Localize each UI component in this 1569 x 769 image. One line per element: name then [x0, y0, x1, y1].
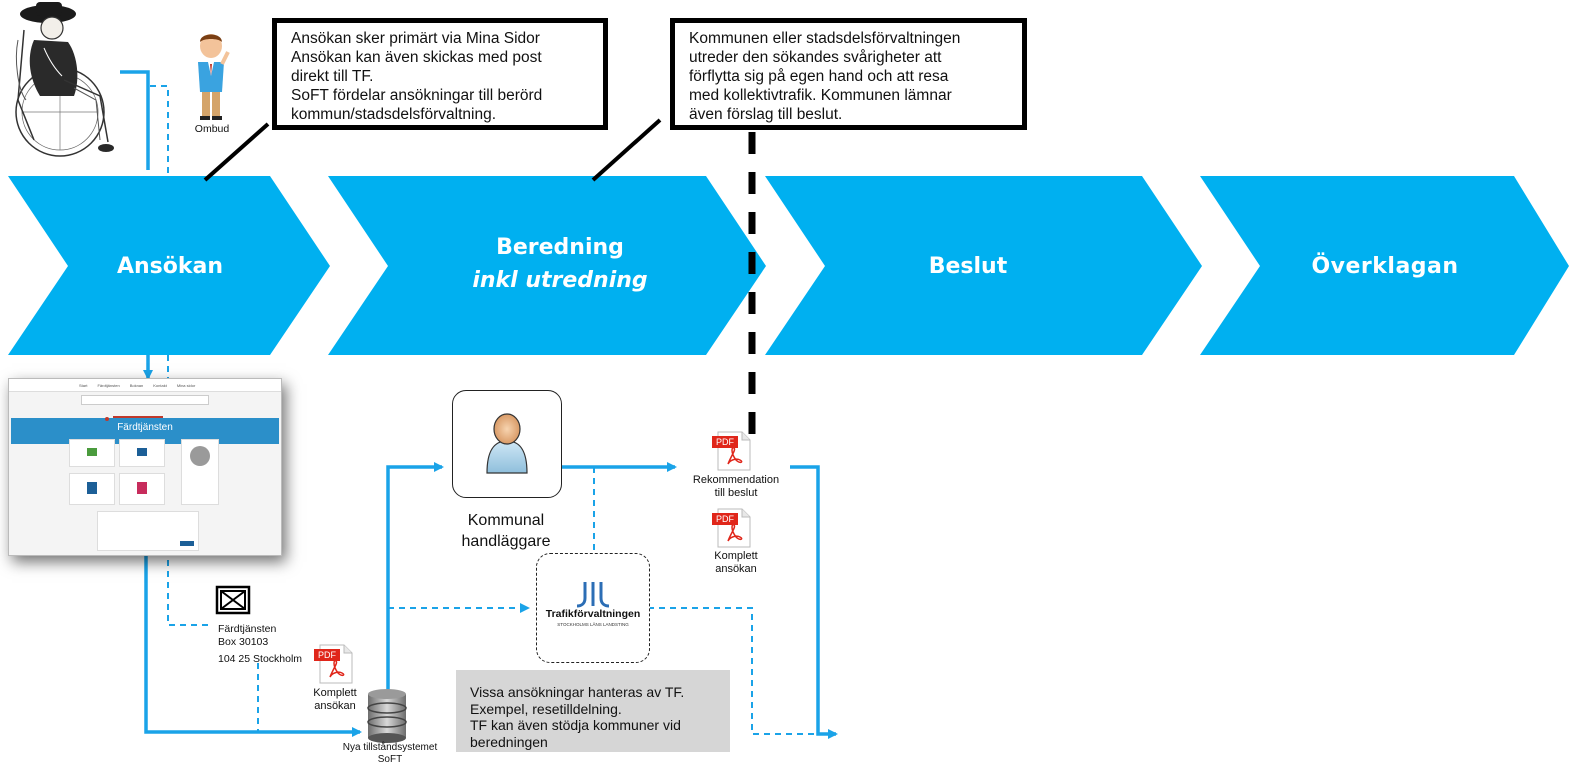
ombud-label: Ombud	[194, 123, 230, 135]
tf-box: Trafikförvaltningen STOCKHOLMS LÄNS LAND…	[536, 553, 650, 663]
soft-system-label: Nya tillståndsystemet SoFT	[342, 742, 438, 765]
website-nav-item: Kontakt	[153, 382, 167, 388]
website-nav-item: Boknan	[129, 382, 144, 388]
pdf-icon-complete-application-left: PDF	[314, 644, 353, 684]
stage-chevron-ansokan	[8, 176, 330, 355]
callout-investigation: Kommunen eller stadsdelsförvaltningen ut…	[670, 18, 1027, 130]
website-tile	[69, 439, 115, 467]
website-tile	[69, 473, 115, 505]
website-nav-item: Färdtjänsten	[97, 382, 120, 388]
post-address: Färdtjänsten Box 30103	[218, 623, 277, 648]
pdf-badge-text: PDF	[716, 437, 735, 447]
tf-logo-icon	[576, 582, 610, 608]
stage-title-beredning: Beredning	[496, 235, 624, 260]
handler-label: Kommunal handläggare	[461, 512, 551, 550]
flow-applicant-to-stage	[120, 70, 150, 170]
website-nav: Start Färdtjänsten Boknan Kontakt Mina s…	[9, 379, 281, 392]
wheelchair-user-icon	[15, 2, 114, 157]
pdf-icon-recommendation: PDF	[712, 431, 751, 471]
website-search-bar	[81, 395, 209, 405]
database-icon	[367, 689, 407, 743]
handler-box	[452, 390, 562, 498]
flow-post-to-soft-dashed	[257, 663, 356, 733]
stage-label-overklagan: Överklagan	[1311, 254, 1459, 279]
complete-app-left-label: Komplett ansökan	[313, 687, 357, 712]
flow-tf-to-decision-dashed	[648, 607, 832, 735]
stage-subtitle-beredning: inkl utredning	[472, 268, 648, 293]
website-tile	[119, 473, 165, 505]
flow-soft-to-handler	[386, 462, 444, 690]
pdf-badge-text: PDF	[716, 514, 735, 524]
flow-recommendation-to-decision	[790, 465, 838, 739]
flow-post-dashed	[167, 560, 210, 626]
stage-chevron-overklagan	[1200, 176, 1569, 355]
ombud-person-icon	[198, 34, 230, 120]
envelope-icon	[215, 585, 251, 615]
pdf-badge-text: PDF	[318, 650, 337, 660]
tf-note: Vissa ansökningar hanteras av TF. Exempe…	[456, 670, 730, 752]
website-title: Färdtjänsten	[117, 422, 173, 433]
website-form	[97, 511, 199, 551]
tf-logo-subtext: STOCKHOLMS LÄNS LANDSTING	[557, 622, 629, 627]
stage-chevron-beredning	[328, 176, 766, 355]
tf-logo-text: Trafikförvaltningen	[545, 608, 641, 620]
callout-application: Ansökan sker primärt via Mina Sidor Ansö…	[272, 18, 608, 130]
website-tile	[181, 439, 219, 505]
callout-leader-1	[203, 122, 270, 182]
website-screenshot: Start Färdtjänsten Boknan Kontakt Mina s…	[8, 378, 282, 556]
website-tile	[119, 439, 165, 467]
callout-leader-2	[591, 118, 662, 182]
recommendation-label: Rekommendation till beslut	[692, 474, 780, 499]
post-city: 104 25 Stockholm	[218, 653, 303, 665]
complete-app-right-label: Komplett ansökan	[714, 550, 758, 575]
flow-ombud-dashed	[150, 85, 169, 180]
website-alert	[105, 408, 185, 421]
person-icon	[486, 413, 528, 474]
website-nav-item: Start	[79, 382, 88, 388]
stage-label-beredning: Beredning inkl utredning	[430, 235, 690, 293]
pdf-icon-complete-application-right: PDF	[712, 508, 751, 548]
website-nav-item: Mina sidor	[176, 382, 196, 388]
stage-label-ansokan: Ansökan	[116, 254, 224, 279]
stage-chevron-beslut	[765, 176, 1202, 355]
stage-label-beslut: Beslut	[928, 254, 1008, 279]
